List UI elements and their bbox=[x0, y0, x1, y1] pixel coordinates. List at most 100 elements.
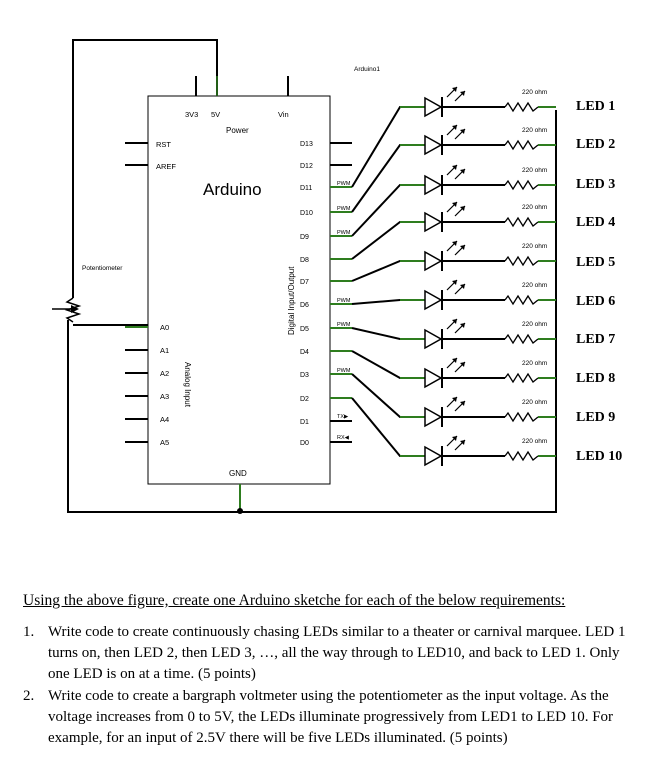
digital-pin-label: D11 bbox=[300, 185, 312, 192]
analog-pin-label: A0 bbox=[160, 323, 169, 332]
resistor-220-ohm bbox=[504, 216, 539, 228]
analog-input-label: Analog Input bbox=[183, 362, 192, 408]
requirement-1-number: 1. bbox=[23, 624, 35, 640]
digital-pin-label: D9 bbox=[300, 234, 309, 241]
requirement-2-number: 2. bbox=[23, 688, 35, 704]
led-light-arrowhead bbox=[460, 440, 465, 445]
resistor-220-ohm bbox=[504, 179, 539, 191]
potentiometer: Potentiometer bbox=[52, 265, 123, 323]
gnd-junction bbox=[237, 508, 243, 514]
led-diode-triangle bbox=[424, 250, 443, 272]
pin-aref: AREF bbox=[156, 162, 176, 171]
arduino-board bbox=[147, 95, 331, 485]
assignment-text: Using the above figure, create one Ardui… bbox=[0, 584, 662, 774]
digital-pin-label: D8 bbox=[300, 257, 309, 264]
resistor-label: 220 ohm bbox=[522, 438, 547, 445]
led-light-arrowhead bbox=[452, 202, 457, 207]
analog-pin-label: A4 bbox=[160, 415, 169, 424]
resistor-label: 220 ohm bbox=[522, 89, 547, 96]
led-light-arrowhead bbox=[452, 165, 457, 170]
led-signal-wire bbox=[351, 327, 425, 340]
led-label: LED 8 bbox=[576, 371, 615, 386]
resistor-label: 220 ohm bbox=[522, 282, 547, 289]
led-diode-triangle bbox=[424, 96, 443, 118]
led-label: LED 5 bbox=[576, 255, 615, 270]
digital-pin-label: D7 bbox=[300, 279, 309, 286]
pin-vin: Vin bbox=[278, 110, 289, 119]
resistor-220-ohm bbox=[504, 333, 539, 345]
resistor-220-ohm bbox=[504, 411, 539, 423]
resistor-220-ohm bbox=[504, 139, 539, 151]
analog-pin-label: A3 bbox=[160, 392, 169, 401]
pwm-marker: PWM bbox=[337, 181, 351, 187]
led-signal-wire bbox=[351, 260, 425, 282]
led-light-arrowhead bbox=[460, 284, 465, 289]
digital-pin-label: D0 bbox=[300, 440, 309, 447]
led-light-arrowhead bbox=[452, 358, 457, 363]
digital-pin-label: D3 bbox=[300, 372, 309, 379]
led-light-arrowhead bbox=[460, 362, 465, 367]
led-label: LED 2 bbox=[576, 137, 615, 152]
resistor-label: 220 ohm bbox=[522, 321, 547, 328]
led-diode-triangle bbox=[424, 367, 443, 389]
led-diode-triangle bbox=[424, 211, 443, 233]
analog-pin-label: A5 bbox=[160, 438, 169, 447]
digital-pin-label: D4 bbox=[300, 349, 309, 356]
led-light-arrowhead bbox=[460, 206, 465, 211]
digital-pin-label: D13 bbox=[300, 141, 313, 148]
led-light-arrowhead bbox=[460, 323, 465, 328]
board-title: Arduino bbox=[203, 180, 262, 199]
led-label: LED 7 bbox=[576, 332, 615, 347]
led-label: LED 10 bbox=[576, 449, 622, 464]
rx-marker: RX◀ bbox=[337, 435, 350, 441]
led-diode-triangle bbox=[424, 174, 443, 196]
resistor-220-ohm bbox=[504, 255, 539, 267]
resistor-220-ohm bbox=[504, 101, 539, 113]
led-light-arrowhead bbox=[460, 401, 465, 406]
power-label: Power bbox=[226, 126, 249, 135]
pin-rst: RST bbox=[156, 140, 171, 149]
led-signal-wire bbox=[351, 106, 425, 188]
led-light-arrowhead bbox=[452, 280, 457, 285]
instructions-heading: Using the above figure, create one Ardui… bbox=[23, 592, 566, 609]
led-light-arrowhead bbox=[452, 319, 457, 324]
resistor-label: 220 ohm bbox=[522, 167, 547, 174]
led-diode-triangle bbox=[424, 134, 443, 156]
led-light-arrowhead bbox=[460, 245, 465, 250]
led-light-arrowhead bbox=[460, 91, 465, 96]
led-label: LED 1 bbox=[576, 99, 615, 114]
led-signal-wire bbox=[351, 184, 425, 237]
left-control-pins bbox=[125, 142, 148, 166]
resistor-label: 220 ohm bbox=[522, 127, 547, 134]
led-diode-triangle bbox=[424, 328, 443, 350]
led-label: LED 9 bbox=[576, 410, 615, 425]
led-diode-triangle bbox=[424, 406, 443, 428]
led-light-arrowhead bbox=[452, 125, 457, 130]
digital-pin-label: D5 bbox=[300, 326, 309, 333]
potentiometer-label: Potentiometer bbox=[82, 265, 123, 272]
digital-pins: D13D12D11PWMD10PWMD9PWMD8D7D6PWMD5PWMD4D… bbox=[300, 141, 352, 447]
potentiometer-resistor bbox=[64, 297, 82, 323]
tx-marker: TX▶ bbox=[337, 414, 349, 420]
led-signal-wire bbox=[351, 350, 425, 379]
led-label: LED 3 bbox=[576, 177, 615, 192]
led-label: LED 4 bbox=[576, 215, 615, 230]
led-signal-wire bbox=[351, 144, 425, 213]
requirement-2: 2. Write code to create a bargraph voltm… bbox=[23, 686, 628, 749]
digital-pin-label: D10 bbox=[300, 210, 313, 217]
pwm-marker: PWM bbox=[337, 298, 351, 304]
resistor-label: 220 ohm bbox=[522, 399, 547, 406]
led-signal-wire bbox=[351, 221, 425, 260]
led-light-arrowhead bbox=[460, 169, 465, 174]
resistor-label: 220 ohm bbox=[522, 204, 547, 211]
pwm-marker: PWM bbox=[337, 322, 351, 328]
led-light-arrowhead bbox=[452, 397, 457, 402]
digital-pin-label: D12 bbox=[300, 163, 313, 170]
